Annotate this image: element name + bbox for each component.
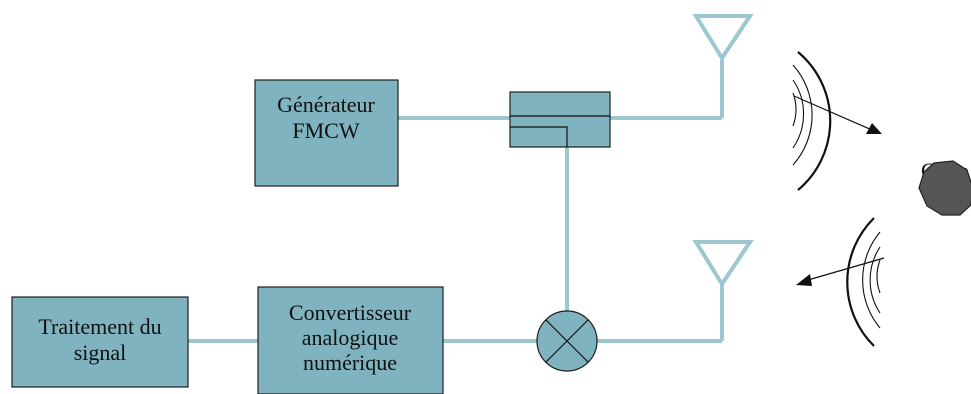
target: Cible xyxy=(918,158,971,216)
reflect-arrowhead-icon xyxy=(796,274,812,286)
generator-block: Générateur FMCW xyxy=(254,79,399,187)
coupler-block xyxy=(509,91,611,148)
generator-label-line1: Générateur xyxy=(277,92,375,117)
target-icon xyxy=(918,160,971,216)
mixer-cross-b xyxy=(545,319,589,363)
adc-label-line1: Convertisseur xyxy=(289,300,412,325)
adc-block: Convertisseur analogique numérique xyxy=(257,286,444,394)
transmit-antenna-icon xyxy=(692,14,754,62)
connections xyxy=(188,60,724,343)
processing-box xyxy=(11,296,189,388)
transmitted-waves-icon xyxy=(792,51,882,191)
transmit-arrowhead-icon xyxy=(866,123,882,134)
coupler-coupled-line xyxy=(510,126,568,147)
adc-label-line3: numérique xyxy=(303,350,397,375)
adc-box xyxy=(257,286,444,394)
coupler-box xyxy=(509,91,611,148)
reflect-arrow xyxy=(807,257,885,281)
transmit-arrow xyxy=(793,95,873,131)
processing-label-line1: Traitement du xyxy=(38,314,161,339)
mixer xyxy=(536,310,598,372)
generator-box xyxy=(254,79,399,187)
processing-label-line2: signal xyxy=(74,340,127,365)
adc-label-line2: analogique xyxy=(302,325,399,350)
reflected-waves-icon xyxy=(796,217,885,347)
processing-block: Traitement du signal xyxy=(11,296,189,388)
receive-antenna-icon xyxy=(692,240,754,288)
generator-label-line2: FMCW xyxy=(292,118,359,143)
